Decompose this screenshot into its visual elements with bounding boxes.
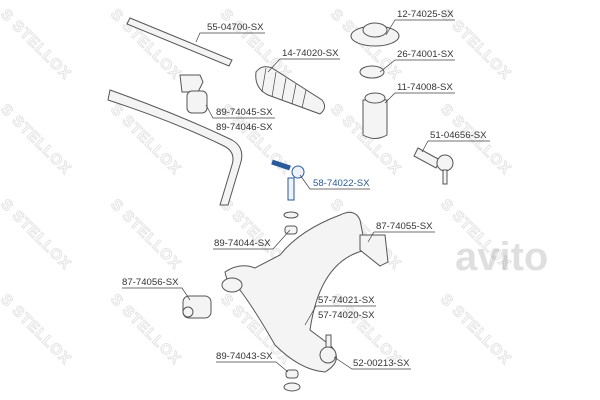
tie-rod-part (126, 17, 233, 67)
strut-mount-part (350, 22, 400, 47)
stabilizer-bar-part (107, 89, 243, 206)
part-label[interactable]: 11-74008-SX (397, 82, 453, 93)
rear-bushing-bracket-part (359, 234, 389, 267)
link-bushing-upper-part (284, 225, 298, 235)
part-label[interactable]: 51-04656-SX (430, 130, 487, 141)
arm-bushing-eye (221, 277, 243, 293)
control-arm-part (224, 211, 367, 373)
watermark-text: S STELLOX (0, 196, 74, 273)
watermark-text: S STELLOX (0, 291, 74, 368)
watermark-text: S STELLOX (0, 6, 74, 83)
avito-logo: avito (455, 235, 548, 279)
strut-bearing-part (359, 65, 385, 79)
part-label[interactable]: 26-74001-SX (397, 49, 454, 60)
watermark-text: S STELLOX (107, 6, 184, 83)
washer-upper (283, 211, 299, 219)
part-label[interactable]: 52-00213-SX (353, 358, 410, 369)
stabilizer-link-part (271, 159, 305, 201)
part-label[interactable]: 57-74021-SX (318, 295, 375, 306)
part-label[interactable]: 89-74043-SX (216, 351, 273, 362)
stabilizer-bushing-part (179, 74, 208, 114)
part-label[interactable]: 89-74045-SX (216, 107, 273, 118)
part-label[interactable]: 89-74046-SX (216, 122, 273, 133)
watermark-text: S STELLOX (107, 196, 184, 273)
watermark-text: S STELLOX (0, 101, 74, 178)
bump-stop-part (362, 92, 388, 139)
watermark-text: S STELLOX (437, 291, 514, 368)
avito-logo-text: avito (455, 235, 548, 279)
part-label[interactable]: 55-04700-SX (207, 22, 264, 33)
part-label[interactable]: 12-74025-SX (397, 9, 454, 20)
tie-rod-end-part (413, 147, 454, 185)
ball-joint-part (319, 334, 337, 364)
part-label[interactable]: 87-74055-SX (376, 221, 433, 232)
washer-lower (283, 382, 301, 392)
link-bushing-lower-part (285, 369, 299, 379)
part-label[interactable]: 14-74020-SX (282, 48, 339, 59)
watermark-text: S STELLOX (107, 291, 184, 368)
steering-boot-part (255, 66, 326, 115)
part-label[interactable]: 87-74056-SX (122, 277, 179, 288)
front-bushing-part (182, 295, 212, 319)
part-label[interactable]: 57-74020-SX (318, 310, 375, 321)
part-label-highlighted[interactable]: 58-74022-SX (313, 178, 370, 189)
part-label[interactable]: 89-74044-SX (214, 238, 271, 249)
leader-lines (122, 19, 490, 373)
